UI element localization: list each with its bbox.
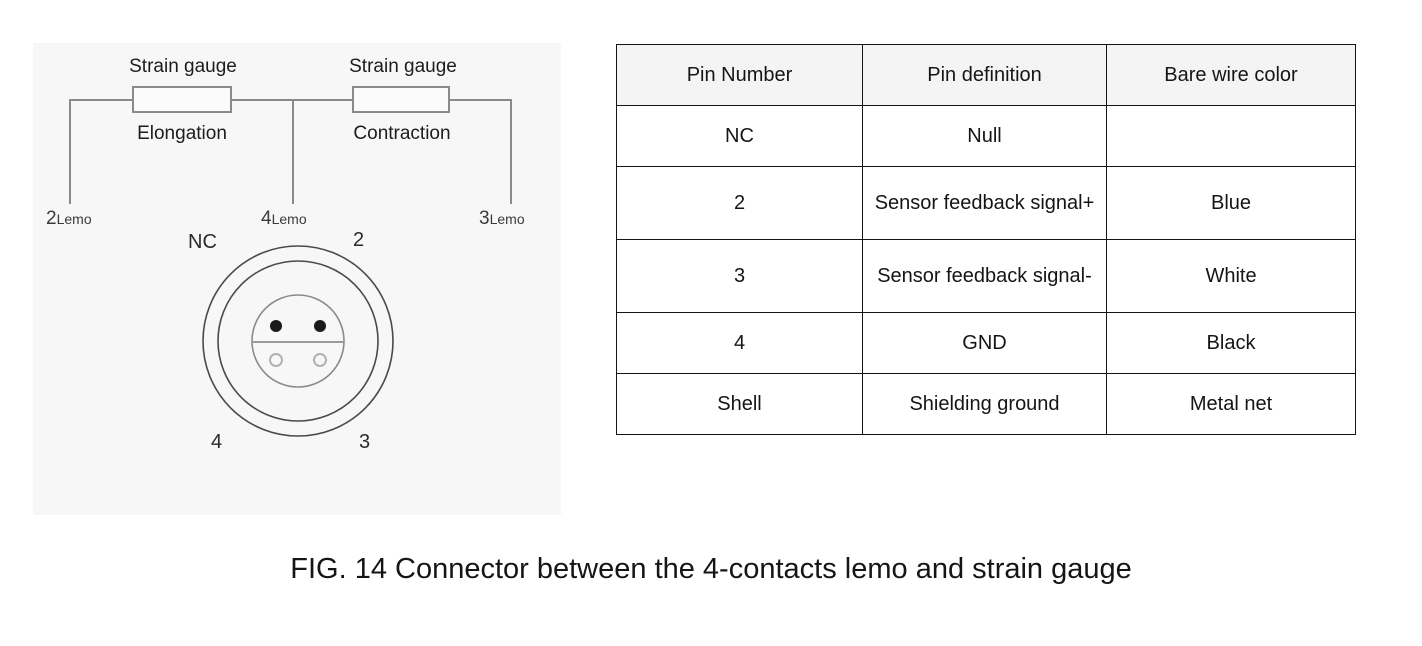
wire-drop-pin2 (69, 99, 71, 204)
cell-wire-color (1106, 105, 1356, 167)
connector-pin-label-4: 4 (211, 431, 223, 453)
wire-segment-right-lead (450, 99, 512, 101)
cell-wire-color: Blue (1106, 166, 1356, 240)
strain-gauge-left-title: Strain gauge (129, 56, 237, 77)
pinout-table: Pin Number Pin definition Bare wire colo… (616, 44, 1356, 435)
terminal-label-4: 4Lemo (261, 209, 307, 228)
connector-middle-ring (217, 260, 379, 422)
table-header-row: Pin Number Pin definition Bare wire colo… (616, 44, 1356, 106)
connector-face-svg (202, 245, 394, 437)
terminal-word-2: Lemo (56, 211, 92, 227)
wire-segment-left-lead (69, 99, 133, 101)
cell-pin-definition: Shielding ground (862, 373, 1107, 435)
cell-wire-color: Metal net (1106, 373, 1356, 435)
cell-pin-definition: Sensor feedback signal+ (862, 166, 1107, 240)
cell-pin-number: 2 (616, 166, 863, 240)
cell-wire-color: White (1106, 239, 1356, 313)
terminal-number-3: 3 (479, 208, 490, 229)
table-header-bare-wire-color: Bare wire color (1106, 44, 1356, 106)
strain-gauge-left-body (132, 86, 232, 113)
strain-gauge-schematic: Strain gauge Strain gauge Elongation Con… (33, 43, 561, 243)
connector-pin-label-3: 3 (359, 431, 371, 453)
wire-drop-pin4 (292, 99, 294, 204)
table-header-pin-definition: Pin definition (862, 44, 1107, 106)
strain-gauge-right-title: Strain gauge (349, 56, 457, 77)
connector-pin-label-nc: NC (188, 231, 217, 253)
cell-wire-color: Black (1106, 312, 1356, 374)
terminal-number-4: 4 (261, 208, 272, 229)
terminal-word-3: Lemo (489, 211, 525, 227)
cell-pin-definition: Null (862, 105, 1107, 167)
terminal-word-4: Lemo (271, 211, 307, 227)
cell-pin-number: 4 (616, 312, 863, 374)
table-row: NC Null (616, 105, 1356, 167)
connector-contact-filled-left (270, 320, 282, 332)
terminal-number-2: 2 (46, 208, 57, 229)
table-row: 3 Sensor feedback signal- White (616, 239, 1356, 313)
connector-outer-ring (202, 245, 394, 437)
cell-pin-definition: Sensor feedback signal- (862, 239, 1107, 313)
connector-contact-filled-right (314, 320, 326, 332)
table-header-pin-number: Pin Number (616, 44, 863, 106)
wire-drop-pin3 (510, 99, 512, 204)
figure-illustration-panel: Strain gauge Strain gauge Elongation Con… (33, 43, 561, 515)
connector-pin-label-2: 2 (353, 229, 365, 251)
connector-contact-hollow-left (269, 353, 283, 367)
strain-gauge-right-body (352, 86, 450, 113)
table-row: 4 GND Black (616, 312, 1356, 374)
terminal-label-2: 2Lemo (46, 209, 92, 228)
strain-gauge-left-state: Elongation (137, 123, 227, 144)
strain-gauge-right-state: Contraction (353, 123, 451, 144)
figure-caption: FIG. 14 Connector between the 4-contacts… (290, 553, 1132, 585)
connector-contact-hollow-right (313, 353, 327, 367)
cell-pin-definition: GND (862, 312, 1107, 374)
cell-pin-number: Shell (616, 373, 863, 435)
terminal-label-3: 3Lemo (479, 209, 525, 228)
table-row: 2 Sensor feedback signal+ Blue (616, 166, 1356, 240)
lemo-connector-diagram: NC 2 4 3 (33, 229, 561, 515)
cell-pin-number: NC (616, 105, 863, 167)
table-row: Shell Shielding ground Metal net (616, 373, 1356, 435)
cell-pin-number: 3 (616, 239, 863, 313)
